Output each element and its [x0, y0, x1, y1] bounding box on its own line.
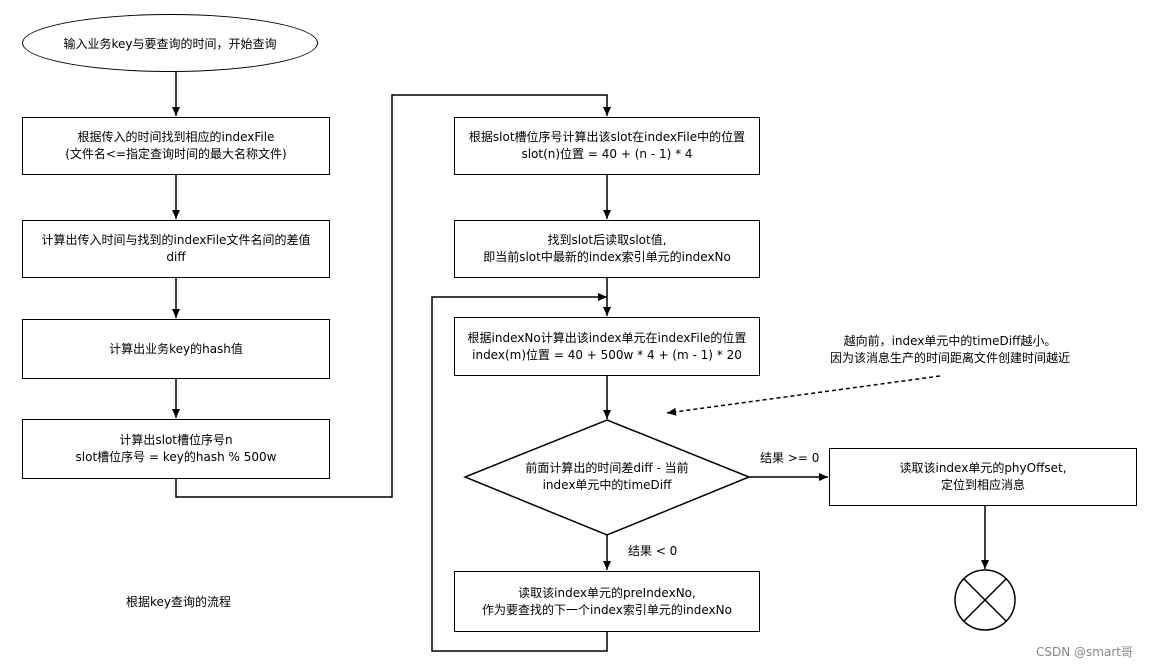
step-calc-diff-line2: diff [166, 250, 186, 264]
diagram-caption: 根据key查询的流程 [126, 595, 232, 609]
step-calc-slot-no-line1: 计算出slot槽位序号n [119, 433, 233, 447]
step-slot-position: 根据slot槽位序号计算出该slot在indexFile中的位置 slot(n)… [454, 117, 760, 175]
step-index-position-line2: index(m)位置 = 40 + 500w * 4 + (m - 1) * 2… [472, 347, 742, 362]
step-read-phyoffset-line1: 读取该index单元的phyOffset, [899, 461, 1067, 475]
end-symbol [954, 569, 1016, 631]
step-calc-hash-line1: 计算出业务key的hash值 [109, 341, 243, 356]
step-find-indexfile: 根据传入的时间找到相应的indexFile (文件名<=指定查询时间的最大名称文… [22, 117, 330, 175]
annotation-note: 越向前，index单元中的timeDiff越小。 因为该消息生产的时间距离文件创… [810, 333, 1090, 367]
edge-label-yes: 结果 >= 0 [760, 451, 820, 465]
step-index-position-line1: 根据indexNo计算出该index单元在indexFile的位置 [467, 330, 747, 345]
annotation-note-line1: 越向前，index单元中的timeDiff越小。 [843, 334, 1057, 348]
watermark: CSDN @smart哥 [1036, 645, 1133, 659]
step-read-phyoffset-line2: 定位到相应消息 [940, 478, 1025, 492]
arrow-s8-loop [431, 293, 608, 652]
step-find-indexfile-line2: (文件名<=指定查询时间的最大名称文件) [65, 147, 287, 161]
step-calc-diff-line1: 计算出传入时间与找到的indexFile文件名间的差值 [41, 233, 311, 247]
arrow-s4-to-s5 [175, 94, 611, 498]
step-index-position: 根据indexNo计算出该index单元在indexFile的位置 index(… [454, 317, 760, 376]
step-read-slot: 找到slot后读取slot值, 即当前slot中最新的index索引单元的ind… [454, 220, 760, 278]
start-node: 输入业务key与要查询的时间，开始查询 [22, 14, 318, 72]
step-read-slot-line2: 即当前slot中最新的index索引单元的indexNo [483, 250, 731, 264]
step-slot-position-line1: 根据slot槽位序号计算出该slot在indexFile中的位置 [468, 130, 746, 144]
step-calc-slot-no: 计算出slot槽位序号n slot槽位序号 = key的hash % 500w [22, 419, 330, 479]
step-find-indexfile-line1: 根据传入的时间找到相应的indexFile [77, 130, 275, 144]
step-read-preindexno-line2: 作为要查找的下一个index索引单元的indexNo [482, 602, 732, 617]
step-calc-diff: 计算出传入时间与找到的indexFile文件名间的差值 diff [22, 220, 330, 278]
step-calc-slot-no-line2: slot槽位序号 = key的hash % 500w [75, 450, 277, 464]
step-read-slot-line1: 找到slot后读取slot值, [547, 233, 667, 247]
edge-label-no: 结果 < 0 [628, 544, 678, 558]
decision-text-line2: index单元中的timeDiff [542, 478, 672, 492]
decision-text-line1: 前面计算出的时间差diff - 当前 [525, 461, 689, 475]
step-calc-hash: 计算出业务key的hash值 [22, 319, 330, 379]
decision-diamond [463, 419, 751, 536]
step-read-phyoffset: 读取该index单元的phyOffset, 定位到相应消息 [829, 448, 1137, 506]
step-slot-position-line2: slot(n)位置 = 40 + (n - 1) * 4 [521, 147, 693, 161]
step-read-preindexno: 读取该index单元的preIndexNo, 作为要查找的下一个index索引单… [454, 571, 760, 632]
start-node-text: 输入业务key与要查询的时间，开始查询 [63, 36, 277, 51]
note-dashed-arrow [666, 375, 941, 416]
step-read-preindexno-line1: 读取该index单元的preIndexNo, [518, 585, 696, 600]
annotation-note-line2: 因为该消息生产的时间距离文件创建时间越近 [829, 351, 1070, 365]
decision-text: 前面计算出的时间差diff - 当前 index单元中的timeDiff [487, 455, 727, 499]
